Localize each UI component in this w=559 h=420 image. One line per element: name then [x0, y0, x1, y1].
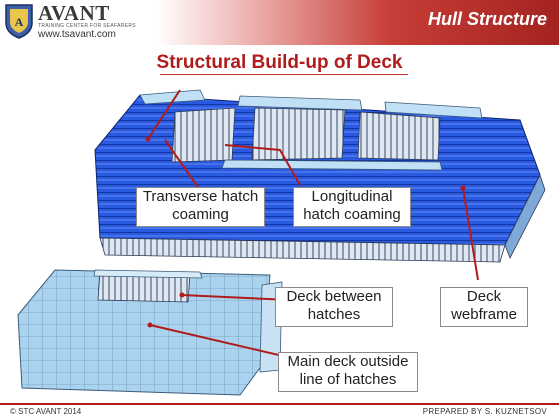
logo-name: AVANT — [38, 1, 110, 25]
logo-tagline: TRAINING CENTER FOR SEAFARERS — [38, 23, 136, 29]
footer-author: PREPARED BY S. KUZNETSOV — [422, 407, 547, 416]
title-underline — [160, 74, 408, 75]
leader-dots — [145, 136, 466, 328]
leader-deck-between — [181, 294, 291, 301]
leader-webframe — [462, 187, 479, 281]
leader-main-deck — [149, 324, 301, 361]
leader-dot — [147, 322, 153, 328]
callout-main-deck-outside: Main deck outside line of hatches — [278, 352, 418, 392]
section-title: Hull Structure — [427, 9, 547, 29]
callout-transverse-hatch-coaming: Transverse hatch coaming — [136, 187, 265, 227]
leader-dot — [145, 136, 151, 142]
leader-transverse-b — [164, 139, 201, 191]
leader-transverse-a — [147, 89, 181, 140]
slide-title: Structural Build-up of Deck — [156, 52, 403, 73]
callout-longitudinal-hatch-coaming: Longitudinal hatch coaming — [293, 187, 411, 227]
leader-dot — [460, 185, 466, 191]
leader-longitudinal — [224, 144, 301, 186]
avant-shield-logo: A — [5, 4, 33, 39]
header-bar — [0, 0, 559, 45]
logo-url[interactable]: www.tsavant.com — [38, 29, 116, 40]
callout-deck-webframe: Deck webframe — [440, 287, 528, 327]
svg-text:A: A — [15, 15, 24, 29]
lower-deck-model — [17, 269, 283, 396]
leader-dot — [179, 292, 185, 298]
callout-deck-between-hatches: Deck between hatches — [275, 287, 393, 327]
footer-copyright: © STC AVANT 2014 — [10, 407, 82, 416]
footer-divider — [0, 403, 559, 405]
leader-lines — [147, 89, 479, 361]
